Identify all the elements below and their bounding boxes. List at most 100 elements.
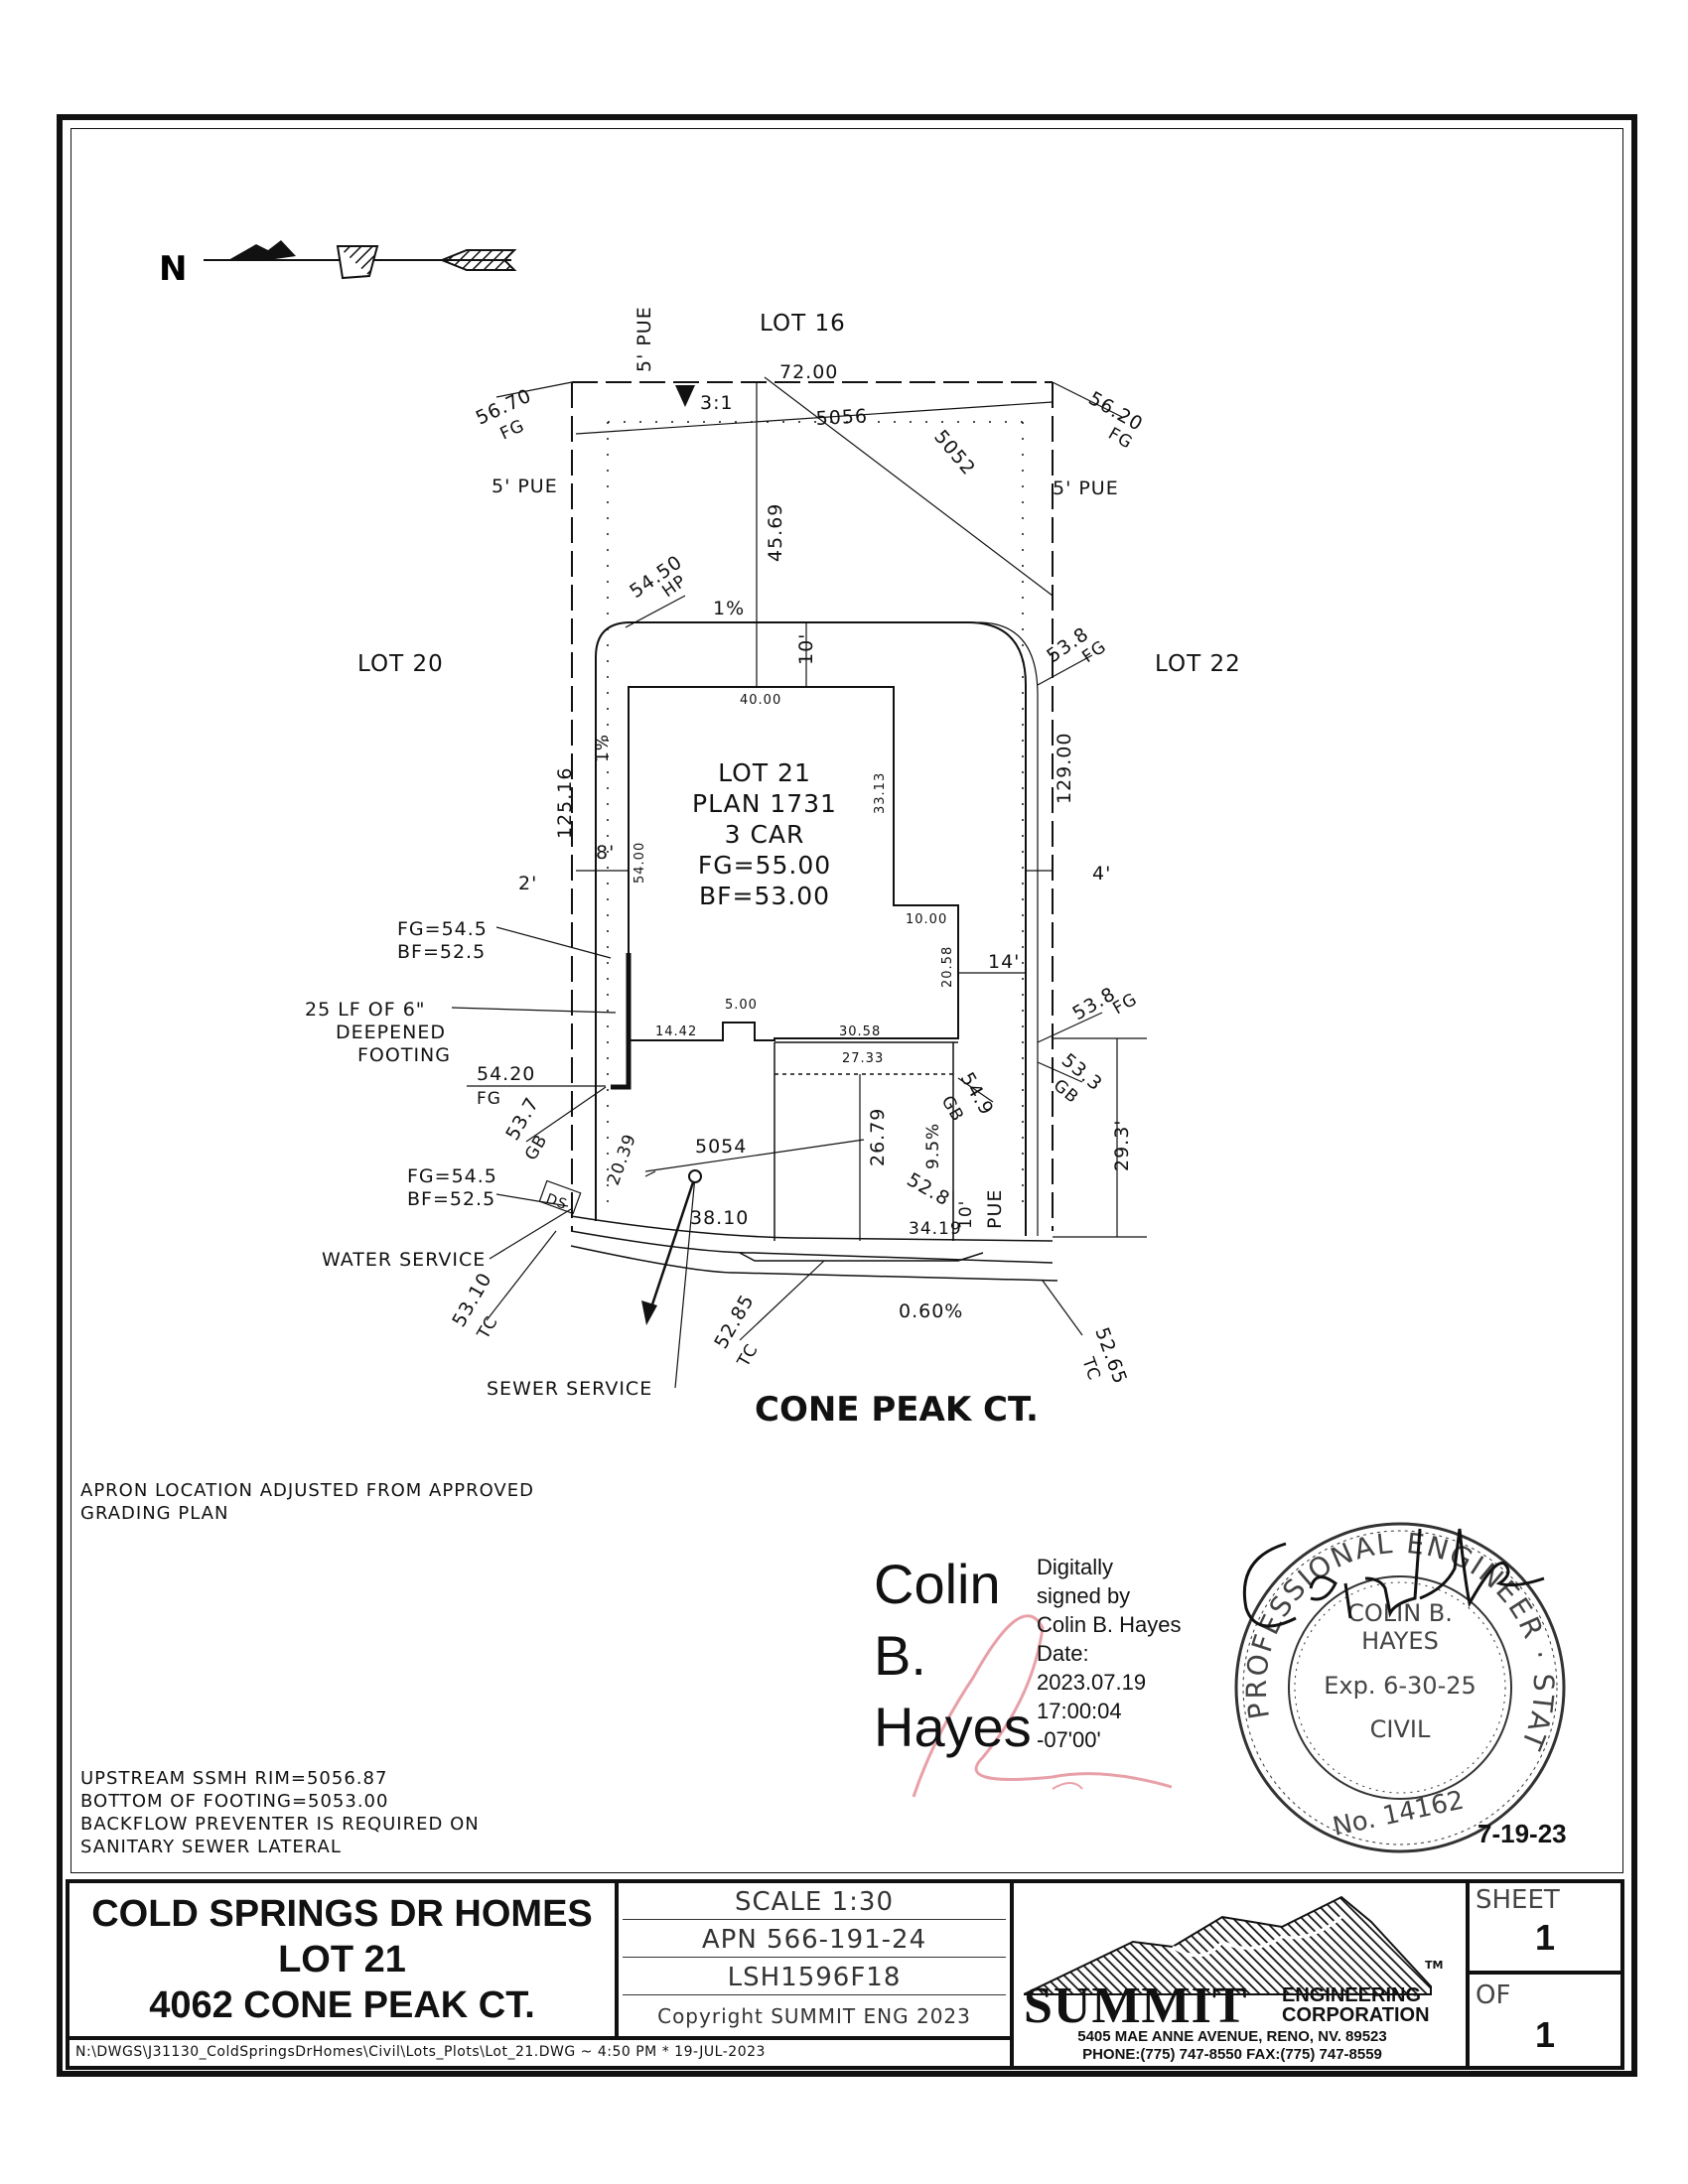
signature-watermark — [912, 1614, 1172, 1798]
house-bf: BF=53.00 — [699, 882, 830, 910]
callout-ds: DS — [544, 1191, 570, 1213]
house-footprint — [628, 686, 959, 1041]
general-note: SANITARY SEWER LATERAL — [80, 1837, 342, 1857]
dim-house-notch: 5.00 — [725, 998, 758, 1013]
digital-signature-name: Colin B. Hayes — [874, 1549, 1032, 1763]
street-curb — [570, 1215, 1058, 1282]
seal-exp: Exp. 6-30-25 — [1324, 1672, 1477, 1700]
dim-house-bottom-left: 14.42 — [655, 1024, 697, 1039]
dim-apron-len: 38.10 — [690, 1207, 749, 1229]
company-address: 5405 MAE ANNE AVENUE, RENO, NV. 89523 — [1077, 2028, 1387, 2045]
copyright-label: Copyright SUMMIT ENG 2023 — [657, 2004, 971, 2028]
callout-footing-1: 25 LF OF 6" — [305, 999, 426, 1021]
contour-5052: 5052 — [929, 426, 980, 479]
signature-name-3: Hayes — [874, 1696, 1032, 1758]
company-phone: PHONE:(775) 747-8550 FAX:(775) 747-8559 — [1082, 2046, 1382, 2063]
apn-label: APN 566-191-24 — [701, 1925, 927, 1955]
dim-14ft: 14' — [988, 951, 1020, 973]
slope-drive: 9.5% — [923, 1123, 943, 1169]
drawing-frame — [70, 128, 1623, 1873]
general-note: UPSTREAM SSMH RIM=5056.87 — [80, 1768, 388, 1789]
elev-tc-left-tag: TC — [474, 1312, 502, 1343]
callout-footing-3: FOOTING — [357, 1044, 451, 1066]
company-sub-1: ENGINEERING — [1282, 1984, 1422, 2006]
signature-name-2: B. — [874, 1624, 926, 1687]
contour-5054: 5054 — [695, 1136, 747, 1158]
dim-2ft: 2' — [518, 873, 537, 894]
sheet-number: 1 — [1534, 1917, 1556, 1958]
dim-house-left: 54.00 — [633, 842, 647, 884]
sheet-border — [57, 114, 1637, 2077]
pue-north-label: 5' PUE — [633, 306, 655, 372]
house-plan: PLAN 1731 — [692, 789, 837, 818]
mountain-logo-icon — [1024, 1895, 1432, 1995]
dim-drive-depth: 26.79 — [867, 1108, 889, 1166]
signature-name-1: Colin — [874, 1553, 1001, 1615]
general-note: BACKFLOW PREVENTER IS REQUIRED ON — [80, 1814, 480, 1835]
apron-note-line-2: GRADING PLAN — [80, 1503, 229, 1524]
dim-4ft: 4' — [1092, 863, 1111, 885]
dim-front-setback: 45.69 — [765, 503, 786, 562]
engineer-seal: PROFESSIONAL ENGINEER · STATE OF NEVADA … — [1216, 1489, 1566, 1853]
lot-boundary — [571, 381, 1054, 1231]
dim-side-right: 129.00 — [1054, 733, 1075, 804]
slope-label: 3:1 — [700, 392, 734, 414]
digital-signature-info: Digitally signed by Colin B. Hayes Date:… — [1037, 1553, 1182, 1754]
company-logo-block: TM SUMMIT ENGINEERING CORPORATION 5405 M… — [1014, 1879, 1470, 2070]
elev-drive-fg: 52.8 — [904, 1168, 954, 1210]
callout-fg1: FG=54.5 — [397, 918, 488, 940]
pue-east-label: 5' PUE — [1053, 478, 1119, 499]
project-title-1: COLD SPRINGS DR HOMES — [91, 1893, 593, 1935]
north-label: N — [159, 249, 187, 289]
apron-note-line-1: APRON LOCATION ADJUSTED FROM APPROVED — [80, 1480, 534, 1501]
dim-house-top: 40.00 — [740, 693, 781, 708]
pue-lines — [607, 421, 1024, 1211]
contour-5056: 5056 — [815, 405, 868, 430]
elev-tc-mid-tag: TC — [734, 1340, 763, 1371]
callout-sewer: SEWER SERVICE — [487, 1378, 652, 1400]
grading-pad — [595, 621, 1027, 1236]
company-contact: 5405 MAE ANNE AVENUE, RENO, NV. 89523 PH… — [1014, 2028, 1451, 2064]
dim-top: 72.00 — [779, 361, 838, 383]
elev-nw-tag: FG — [497, 416, 528, 445]
file-path-bar: N:\DWGS\J31130_ColdSpringsDrHomes\Civil\… — [66, 2040, 1014, 2070]
dim-house-right-lower: 20.58 — [940, 946, 955, 988]
callout-water: WATER SERVICE — [322, 1249, 486, 1271]
signature-info-line: signed by — [1037, 1583, 1131, 1608]
contours — [575, 376, 1054, 1172]
elev-tc-right-tag: TC — [1077, 1354, 1104, 1384]
of-label: OF — [1476, 1980, 1511, 2010]
seal-number: No. 14162 — [1331, 1786, 1467, 1843]
company-sub-2: CORPORATION — [1282, 2004, 1430, 2026]
apron-note: APRON LOCATION ADJUSTED FROM APPROVED GR… — [80, 1479, 534, 1525]
title-block-info: SCALE 1:30 APN 566-191-24 LSH1596F18 Cop… — [619, 1879, 1014, 2040]
sheet-number-block: SHEET 1 OF 1 — [1470, 1879, 1624, 2070]
seal-name-2: HAYES — [1361, 1627, 1439, 1655]
slope-triangle-icon — [675, 385, 695, 407]
signature-info-line: 17:00:04 — [1037, 1699, 1122, 1723]
elev-drive-gb-tag: GB — [937, 1093, 968, 1126]
project-title-3: 4062 CONE PEAK CT. — [149, 1984, 535, 2026]
pue-front-label: PUE — [984, 1189, 1006, 1229]
dim-drive-right: 34.19 — [909, 1219, 962, 1239]
lot-16-label: LOT 16 — [760, 311, 846, 337]
file-path: N:\DWGS\J31130_ColdSpringsDrHomes\Civil\… — [75, 2044, 766, 2060]
dim-side-left: 125.16 — [554, 767, 576, 839]
sheet-label: SHEET — [1476, 1885, 1560, 1915]
dim-house-step: 10.00 — [906, 912, 947, 927]
callout-footing-2: DEEPENED — [336, 1022, 446, 1043]
plot-plan-drawing: N — [159, 240, 1240, 1430]
street-name: CONE PEAK CT. — [755, 1390, 1039, 1430]
house-garage: 3 CAR — [725, 820, 805, 849]
company-name: SUMMIT — [1024, 1978, 1248, 2034]
dim-10ft: 10' — [795, 633, 817, 665]
scale-label: SCALE 1:30 — [734, 1887, 894, 1917]
north-arrow-icon: N — [159, 240, 517, 289]
callout-bf1: BF=52.5 — [397, 941, 486, 963]
of-number: 1 — [1534, 2014, 1556, 2055]
house-lot: LOT 21 — [718, 758, 811, 787]
title-block-project: COLD SPRINGS DR HOMES LOT 21 4062 CONE P… — [66, 1879, 619, 2040]
general-notes: UPSTREAM SSMH RIM=5056.87 BOTTOM OF FOOT… — [80, 1767, 480, 1858]
pue-west-label: 5' PUE — [492, 476, 558, 497]
ds-box — [538, 1179, 582, 1215]
